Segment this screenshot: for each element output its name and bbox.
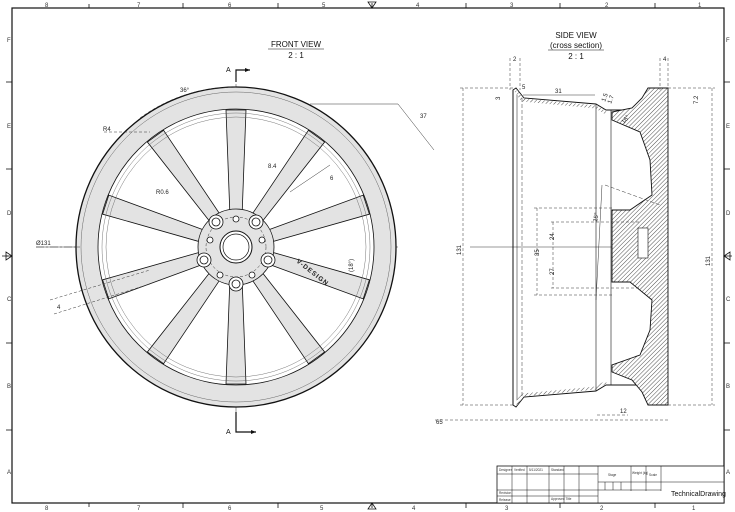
zone-left-F: F [7,38,11,44]
dim-spoke-length: 37 [420,114,427,120]
zone-bottom-1: 1 [692,506,696,512]
dim-overall-height-left: 131 [457,244,463,255]
zone-right-E: E [726,124,730,130]
zone-right-D: D [726,211,731,217]
zone-right-F: F [726,38,730,44]
zone-left-A: A [7,470,11,476]
zone-top-6: 6 [228,3,232,9]
zone-top-2: 2 [605,3,609,9]
zone-bottom-6: 6 [228,506,232,512]
dim-hub-upper: 24 [550,233,556,240]
dim-top-left: 2 [513,57,517,63]
dim-overall-width: 65 [436,420,443,426]
side-view-subtitle: (cross section) [550,41,602,50]
dim-radius-outer: R4 [103,127,111,133]
dim-overall-height-right: 131 [706,255,712,266]
side-view: SIDE VIEW (cross section) 2 : 1 [435,31,715,426]
zone-left-E: E [7,124,11,130]
side-view-scale: 2 : 1 [568,52,584,61]
zone-top-4: 4 [416,3,420,9]
section-marker-bottom: A [226,412,256,436]
tb-revision: Revision [499,491,511,495]
dim-angle-top: 36° [180,88,190,94]
front-view-title: FRONT VIEW [271,40,322,49]
dim-draft-angle: 15° [593,212,601,223]
zone-right-B: B [726,384,730,390]
zone-labels: 8 7 6 5 4 3 2 1 8 7 6 5 4 3 2 1 F E D C … [7,3,731,512]
tb-scale: Scale [649,473,657,477]
dim-spoke-width: 8.4 [268,164,277,170]
dim-radius-inner: R0.6 [156,190,169,196]
wheel-spokes [102,109,370,385]
zone-bottom-8: 8 [45,506,49,512]
side-view-title: SIDE VIEW [555,31,597,40]
dim-spoke-small: 4 [57,305,61,311]
dim-bottom-width: 12 [620,409,627,415]
lug-holes [196,214,276,292]
tb-standard: Standard [551,468,564,472]
tb-weight: Weight (kg) [632,471,648,475]
zone-bottom-4: 4 [412,506,416,512]
dim-diameter: Ø131 [36,241,51,247]
svg-text:A: A [226,429,231,436]
zone-top-7: 7 [137,3,141,9]
zone-top-8: 8 [45,3,49,9]
dim-rim-radius: 5 [522,85,526,91]
dim-spoke-gap: 6 [330,176,334,182]
zone-top-3: 3 [510,3,514,9]
zone-bottom-5: 5 [320,506,324,512]
tb-release: Release [499,498,511,502]
dim-right-step: 7.2 [694,95,700,104]
zone-top-1: 1 [698,3,702,9]
dim-top-right: 4 [663,57,667,63]
front-view-scale: 2 : 1 [288,51,304,60]
section-marker-top: A [226,67,250,82]
tb-designer: Designer [499,468,513,472]
title-block: Designer Verified 5/11/2021 Standard Rev… [496,465,726,504]
tb-date: 5/11/2021 [529,468,543,472]
tb-approved: Approved Title [551,497,572,501]
dim-spoke-angle: (18°) [349,259,355,272]
zone-right-A: A [726,470,730,476]
tb-company: TechnicalDrawing [671,491,726,498]
zone-bottom-2: 2 [600,506,604,512]
front-view: FRONT VIEW 2 : 1 [36,40,435,436]
tb-verified: Verified [514,468,525,472]
dim-angle-right: 16° [621,114,632,125]
zone-left-C: C [7,297,12,303]
zone-bottom-3: 3 [505,506,509,512]
zone-top-5: 5 [322,3,326,9]
zone-left-B: B [7,384,11,390]
dim-thickness: 1.5 [601,92,610,103]
zone-left-D: D [7,211,12,217]
dim-hub-lower: 27 [550,268,556,275]
tb-stage: Stage [608,473,617,477]
svg-text:A: A [226,67,231,74]
zone-right-C: C [726,297,731,303]
dim-flat-length: 31 [555,89,562,95]
dim-hub-span: 35 [535,249,541,256]
dim-rim-left: 3 [496,96,502,100]
zone-bottom-7: 7 [137,506,141,512]
dim-thickness-2: 1.7 [607,94,616,105]
